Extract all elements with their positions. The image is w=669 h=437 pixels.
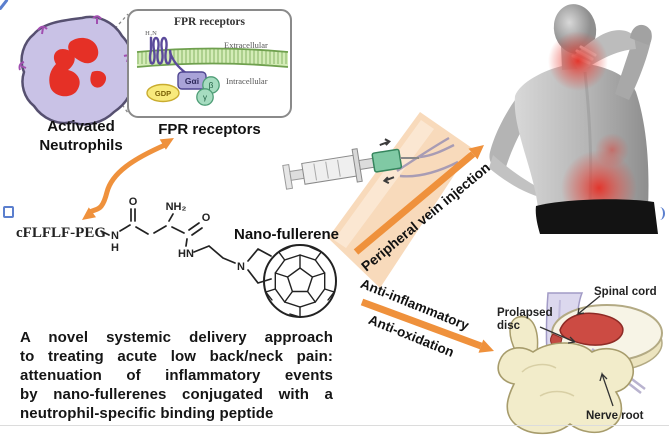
neutrophil-label-line2: Neutrophils xyxy=(39,137,123,154)
fullerene-ball xyxy=(263,244,337,318)
extracellular-label: Extracellular xyxy=(224,40,268,50)
blue-artifact-mark xyxy=(3,206,14,218)
atom-ring-n: N xyxy=(237,261,245,273)
gdp-molecule xyxy=(146,83,180,103)
neutrophil-label-line1: Activated xyxy=(47,118,115,135)
injection-arrow xyxy=(353,151,476,255)
summary-line: attenuation of inflammatory events xyxy=(20,367,333,384)
prolapse-shape xyxy=(559,312,624,346)
summary-line: to treating acute low back/neck pain: xyxy=(20,348,333,365)
spine-diagram xyxy=(497,292,663,435)
summary-line: neutrophil-specific binding peptide xyxy=(20,405,274,422)
nerve-root-label: Nerve root xyxy=(586,410,644,422)
neutrophil-cell xyxy=(18,13,134,126)
syringe xyxy=(282,138,420,190)
photo-man-back-pain xyxy=(489,4,658,234)
intracellular-label: Intracellular xyxy=(226,76,268,86)
summary-line: by nano-fullerenes conjugated with a xyxy=(20,386,333,403)
spinal-cord-label: Spinal cord xyxy=(594,286,657,298)
g-alpha-label: Gαi xyxy=(185,76,199,86)
prolapsed-disc-label: Prolapsed disc xyxy=(497,307,553,333)
peptide-label: cFLFLF-PEG xyxy=(16,225,106,241)
effects-arrow xyxy=(360,298,483,350)
summary-line: A novel systemic delivery approach xyxy=(20,329,333,346)
binding-arrow xyxy=(88,142,167,215)
chemical-structure: O NH₂ O N H HN N xyxy=(100,196,337,318)
fpr-caption: FPR receptors xyxy=(158,121,261,138)
pain-glow-neck xyxy=(548,31,608,91)
gamma-label: γ xyxy=(203,93,207,102)
h2n-label: H₂N xyxy=(145,30,157,37)
fpr-receptor-panel: H₂N Gαi GDP β γ xyxy=(127,9,292,118)
atom-o1: O xyxy=(129,196,138,208)
atom-n: N xyxy=(111,230,119,242)
flow-arrows xyxy=(82,138,494,353)
fpr-box-title: FPR receptors xyxy=(174,16,245,28)
gamma-subunit xyxy=(196,88,214,106)
summary-text: A novel systemic delivery approach to tr… xyxy=(20,329,333,424)
blue-artifact-mark xyxy=(656,207,665,220)
atom-h: H xyxy=(111,242,119,254)
atom-hn: HN xyxy=(178,248,194,260)
atom-nh2: NH₂ xyxy=(166,201,187,213)
beta-label: β xyxy=(209,81,214,90)
atom-o2: O xyxy=(202,212,211,224)
gdp-label: GDP xyxy=(155,89,171,98)
fullerene-label: Nano-fullerene xyxy=(234,226,340,243)
figure-bottom-border xyxy=(0,425,669,426)
receptor-serpentine xyxy=(148,36,172,65)
